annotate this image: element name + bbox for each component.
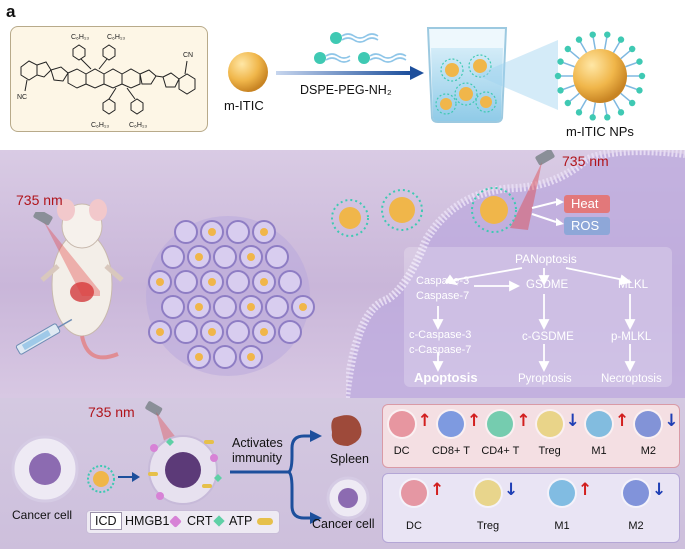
m-itic-np-large (554, 31, 646, 121)
tumor-down-arrow-icon: ↓ (652, 480, 667, 500)
pyroptosis-label: Pyroptosis (518, 373, 572, 385)
ros-label: ROS (571, 218, 600, 233)
gsdme-label: GSDME (526, 279, 569, 291)
heat-ros-arrows (531, 198, 564, 226)
tumor-cell-icon (475, 480, 501, 506)
caspase3-label: Caspase-3 (416, 275, 470, 287)
atp-label: ATP (229, 514, 253, 528)
spleen-cell-label: DC (393, 445, 410, 457)
panoptosis-arrows (432, 267, 636, 373)
spleen-cell-icon (438, 411, 464, 437)
tumor-cell-icon (623, 480, 649, 506)
mlkl-label: MLKL (618, 279, 649, 291)
panoptosis-label: PANoptosis (515, 252, 577, 266)
tumor-cell-label: Treg (476, 520, 500, 532)
c-caspase3-label: c-Caspase-3 (409, 329, 472, 341)
spleen-icon (331, 415, 362, 446)
molecule-box: C₆H₁₃ C₆H₁₃ C₆H₁₃ C₆H₁₃ NC CN (10, 26, 208, 132)
spleen-cell-icon (635, 411, 662, 437)
m-itic-structure: C₆H₁₃ C₆H₁₃ C₆H₁₃ C₆H₁₃ NC CN (17, 34, 196, 129)
tumor-cell-label: M1 (554, 520, 570, 532)
np-flying (331, 199, 369, 237)
hmgb1-label: HMGB1 (125, 514, 170, 528)
hmgb1-icon (169, 515, 182, 528)
spleen-cell-label: M1 (591, 445, 607, 457)
laser-right-icon (510, 150, 555, 230)
substituent-label: C₆H₁₃ (107, 34, 125, 41)
m-itic-core-sphere (228, 52, 268, 92)
heat-badge: Heat (564, 195, 610, 213)
tumor-cell-label: DC (406, 520, 422, 532)
tumor-site (70, 282, 94, 302)
peg-lipids (314, 32, 407, 64)
laser-left-icon (33, 212, 100, 296)
substituent-label: C₆H₁₃ (71, 34, 89, 41)
panel-a-letter: a (6, 2, 16, 21)
atp-icon (257, 518, 273, 525)
cancer-cell-right-label: Cancer cell (312, 517, 375, 531)
activates-label: Activates (232, 436, 283, 450)
spleen-up-arrow-icon: ↑ (417, 411, 432, 431)
necroptosis-label: Necroptosis (601, 373, 662, 385)
tumor-up-arrow-icon: ↑ (430, 480, 445, 500)
c-gsdme-label: c-GSDME (522, 331, 574, 343)
spleen-up-arrow-icon: ↑ (615, 411, 630, 431)
cyano-label: NC (17, 94, 27, 101)
tumor-tissue (146, 216, 315, 376)
spleen-immune-box: ↑ DC ↑ CD8+ T ↑ CD4+ T ↓ Treg ↑ M1 ↓ M2 (382, 404, 680, 468)
np-label: m-ITIC NPs (566, 124, 634, 139)
spleen-up-arrow-icon: ↑ (516, 411, 531, 431)
np-small-c (87, 465, 115, 493)
spleen-cell-label: CD4+ T (481, 445, 520, 457)
ros-badge: ROS (564, 217, 610, 235)
tumor-up-arrow-icon: ↑ (578, 480, 593, 500)
cyano-label: CN (183, 52, 193, 59)
spleen-cell-label: Treg (538, 445, 561, 457)
cancer-cell-left (11, 435, 79, 503)
spleen-cell-icon (388, 411, 415, 437)
immunity-label: immunity (232, 451, 283, 465)
tumor-cell-label: M2 (628, 520, 644, 532)
zoom-beam (476, 40, 558, 110)
tumor-down-arrow-icon: ↓ (504, 480, 519, 500)
spleen-cell-icon (586, 411, 612, 437)
core-label: m-ITIC (224, 98, 264, 113)
spleen-down-arrow-icon: ↓ (565, 411, 580, 431)
branch-arrows (230, 430, 322, 524)
laser-right-label: 735 nm (562, 153, 609, 169)
caspase7-label: Caspase-7 (416, 290, 470, 302)
spleen-down-arrow-icon: ↓ (664, 411, 679, 431)
p-mlkl-label: p-MLKL (611, 331, 652, 343)
arrow-to-treated-cell (118, 472, 140, 482)
c-caspase7-label: c-Caspase-7 (409, 344, 472, 356)
beaker (426, 27, 508, 123)
crt-label: CRT (187, 514, 213, 528)
spleen-cell-icon (487, 411, 514, 437)
cancer-cell-right (326, 476, 370, 520)
spleen-label: Spleen (330, 452, 369, 466)
icd-label: ICD (90, 512, 122, 530)
damp-legend: ICD HMGB1 CRT ATP (86, 510, 280, 534)
substituent-label: C₆H₁₃ (129, 122, 147, 129)
tumor-immune-box: ↑ DC ↓ Treg ↑ M1 ↓ M2 (382, 473, 680, 543)
synthesis-arrow (276, 66, 424, 80)
laser-left-label: 735 nm (16, 192, 63, 208)
laser-c-label: 735 nm (88, 404, 135, 420)
crt-icon (213, 515, 225, 527)
syringe-icon (15, 318, 73, 355)
heat-label: Heat (571, 196, 599, 211)
spleen-cell-icon (536, 411, 563, 437)
spleen-up-arrow-icon: ↑ (467, 411, 482, 431)
apoptosis-label: Apoptosis (414, 370, 478, 385)
reagent-label: DSPE-PEG-NH₂ (300, 83, 392, 97)
spleen-cell-label: M2 (640, 445, 656, 457)
tumor-cell-icon (549, 480, 575, 506)
cancer-cell-left-label: Cancer cell (12, 508, 73, 522)
treated-cancer-cell (148, 435, 222, 505)
np-membrane-group (381, 187, 517, 233)
spleen-cell-label: CD8+ T (431, 445, 470, 457)
tumor-cell-icon (401, 480, 427, 506)
substituent-label: C₆H₁₃ (91, 122, 109, 129)
mouse-illustration (40, 199, 124, 360)
